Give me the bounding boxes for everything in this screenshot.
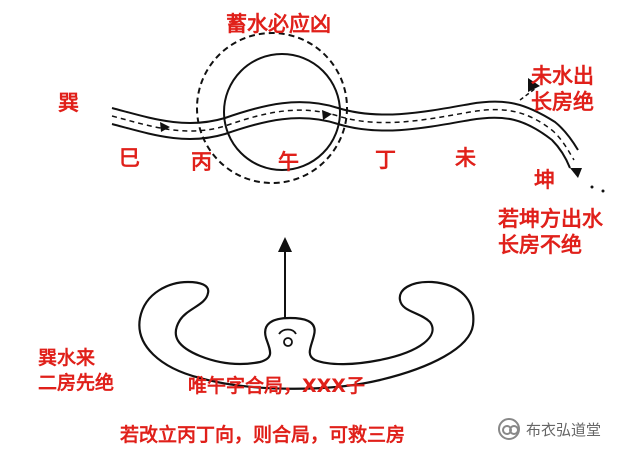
xun-inflow-label: 巽水来 二房先绝 bbox=[38, 347, 115, 394]
wechat-icon bbox=[498, 418, 520, 440]
center-ornament bbox=[278, 328, 297, 335]
kun-outflow-label: 若坤方出水 长房不绝 bbox=[498, 207, 603, 258]
river-lower-bank bbox=[111, 116, 571, 169]
wu-only-label: 唯午字合局，XXX子 bbox=[188, 375, 365, 397]
facing-arrow-head bbox=[278, 237, 292, 252]
direction-si: 巳 bbox=[119, 146, 140, 170]
xun-direction-label: 巽 bbox=[58, 91, 79, 115]
flow-arrow-1 bbox=[160, 122, 170, 132]
dot-2 bbox=[601, 189, 605, 193]
direction-wei: 未 bbox=[455, 146, 476, 170]
direction-wu: 午 bbox=[278, 150, 299, 174]
watermark-text: 布衣弘道堂 bbox=[526, 420, 602, 439]
center-ornament-dot bbox=[283, 337, 293, 347]
flow-arrow-outflow bbox=[528, 78, 540, 92]
outflow-line bbox=[519, 87, 537, 101]
river-upper-bank bbox=[111, 100, 579, 151]
remedy-label: 若改立丙丁向，则合局，可救三房 bbox=[120, 424, 406, 446]
kun-direction-label: 坤 bbox=[534, 168, 555, 192]
direction-bing: 丙 bbox=[191, 150, 212, 174]
flow-arrow-3 bbox=[570, 168, 582, 178]
pool-circle-inner bbox=[223, 53, 341, 171]
flow-arrow-2 bbox=[322, 110, 332, 120]
watermark: 布衣弘道堂 bbox=[498, 418, 601, 440]
wei-outflow-label: 未水出 长房绝 bbox=[531, 64, 594, 115]
top-warning-label: 蓄水必应凶 bbox=[226, 12, 331, 36]
direction-ding: 丁 bbox=[375, 148, 396, 172]
river-flow-line bbox=[111, 108, 575, 161]
house-outline bbox=[138, 280, 475, 390]
pool-circle-outer bbox=[196, 32, 348, 184]
dot-1 bbox=[590, 185, 594, 189]
